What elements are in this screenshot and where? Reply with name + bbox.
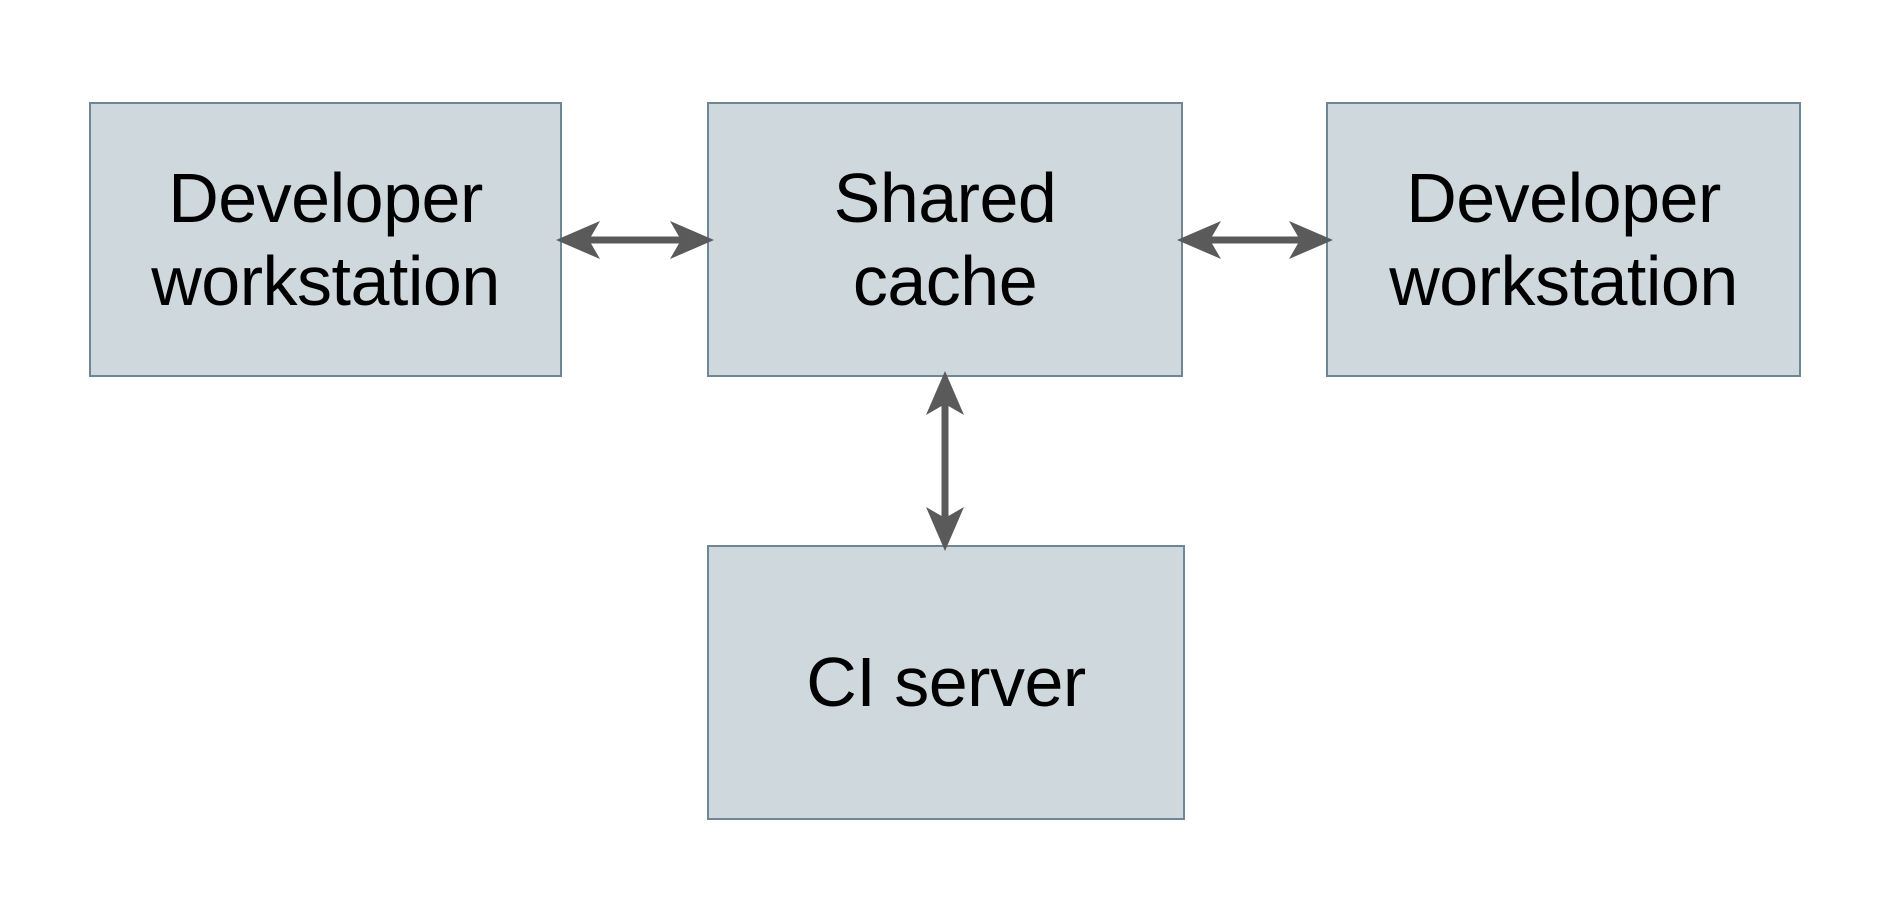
node-label: CI server [806, 643, 1086, 722]
edge-developer-workstation-left-to-shared-cache [556, 200, 714, 280]
node-label: Shared cache [833, 158, 1057, 320]
edge-shared-cache-to-developer-workstation-right [1177, 200, 1333, 280]
node-label: Developer workstation [1389, 158, 1738, 320]
double-arrow-vertical-icon [926, 371, 964, 551]
edge-shared-cache-to-ci-server [905, 371, 985, 551]
node-label: Developer workstation [151, 158, 500, 320]
node-shared-cache[interactable]: Shared cache [707, 102, 1183, 377]
node-developer-workstation-left[interactable]: Developer workstation [89, 102, 562, 377]
node-developer-workstation-right[interactable]: Developer workstation [1326, 102, 1801, 377]
double-arrow-horizontal-icon [1177, 221, 1333, 259]
node-ci-server[interactable]: CI server [707, 545, 1185, 820]
double-arrow-horizontal-icon [556, 221, 714, 259]
